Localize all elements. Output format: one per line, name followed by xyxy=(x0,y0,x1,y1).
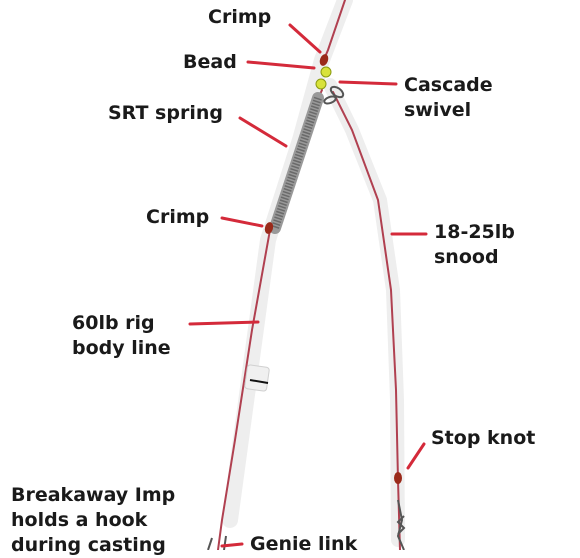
label-crimp-mid: Crimp xyxy=(146,206,210,228)
bead-top xyxy=(320,66,332,78)
label-breakaway-imp: Breakaway Imp holds a hook during castin… xyxy=(11,484,176,556)
breakaway-imp xyxy=(244,364,270,392)
label-snood: 18-25lb snood xyxy=(434,221,515,268)
bead-bottom xyxy=(315,78,327,90)
label-crimp-top: Crimp xyxy=(208,6,272,28)
label-rig-body-line: 60lb rig body line xyxy=(72,312,171,359)
leader-srt-spring xyxy=(238,116,288,148)
cascade-swivel xyxy=(323,85,345,105)
line-halos xyxy=(222,0,405,547)
label-bead: Bead xyxy=(183,51,237,73)
genie-link-hook xyxy=(207,535,227,550)
srt-spring xyxy=(269,92,324,234)
leader-cascade-swivel xyxy=(338,80,398,86)
leader-lines xyxy=(188,23,428,548)
label-cascade-swivel: Cascade swivel xyxy=(404,74,493,121)
label-genie-link: Genie link xyxy=(250,533,358,555)
leader-rig-body-line xyxy=(188,320,260,326)
crimp-mid xyxy=(264,222,274,234)
leader-genie-link xyxy=(220,542,244,548)
label-srt-spring: SRT spring xyxy=(108,102,223,124)
leader-crimp-mid xyxy=(220,216,264,228)
leader-bead xyxy=(246,60,316,70)
leader-crimp-top xyxy=(288,23,322,54)
label-stop-knot: Stop knot xyxy=(431,427,536,449)
crimp-top xyxy=(319,54,329,66)
hook-snood-bottom xyxy=(396,499,406,550)
stop-knot xyxy=(394,472,402,484)
leader-stop-knot xyxy=(406,442,426,470)
